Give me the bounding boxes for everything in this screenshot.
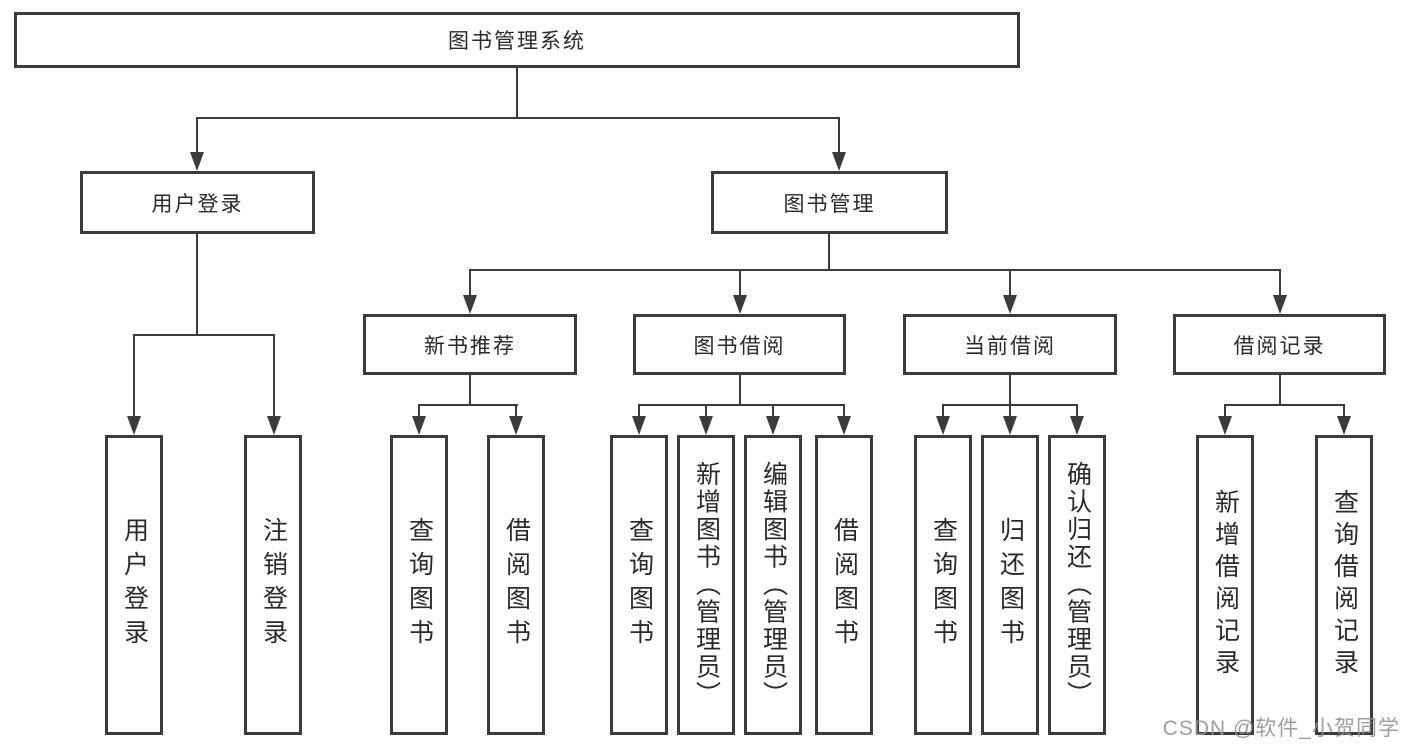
connector-line [515, 404, 517, 417]
node-library-system: 图书管理系统 [14, 12, 1020, 68]
connector-line [772, 404, 774, 417]
node-label: 新书推荐 [424, 334, 516, 358]
node-label: 图书借阅 [693, 334, 786, 358]
connector-line [1009, 269, 1011, 296]
arrowhead [766, 416, 780, 435]
connector-line [1279, 269, 1281, 296]
leaf-query-books-2: 查询图书 [610, 435, 668, 735]
connector-line [1224, 404, 1226, 417]
arrowhead [267, 416, 281, 435]
leaf-borrow-books-2: 借阅图书 [815, 435, 873, 735]
node-label: 当前借阅 [964, 334, 1056, 358]
node-current-borrow: 当前借阅 [903, 314, 1117, 375]
connector-line [273, 334, 275, 417]
arrowhead [632, 416, 646, 435]
arrowhead [733, 295, 747, 314]
arrowhead [699, 416, 713, 435]
connector-line [418, 404, 518, 406]
watermark: CSDN @软件_小贺同学 [1162, 717, 1400, 740]
connector-line [1343, 404, 1345, 417]
connector-line [469, 269, 1281, 271]
connector-line [133, 334, 275, 336]
node-label: 借阅记录 [1233, 334, 1326, 358]
node-borrow-records: 借阅记录 [1173, 314, 1386, 375]
leaf-label: 编辑图书（管理员） [759, 461, 788, 709]
leaf-label: 确认归还（管理员） [1063, 461, 1092, 709]
leaf-return-books: 归还图书 [981, 435, 1039, 735]
arrowhead [837, 416, 851, 435]
node-book-management: 图书管理 [711, 171, 948, 234]
connector-line [838, 117, 840, 153]
leaf-label: 查询图书 [625, 517, 654, 653]
connector-line [469, 374, 471, 406]
leaf-label: 新增图书（管理员） [692, 461, 721, 709]
connector-line [1224, 404, 1345, 406]
connector-line [638, 404, 640, 417]
leaf-label: 归还图书 [996, 517, 1025, 653]
leaf-borrow-books-1: 借阅图书 [487, 435, 545, 735]
arrowhead [1003, 416, 1017, 435]
leaf-add-books-admin: 新增图书（管理员） [677, 435, 735, 735]
leaf-label: 查询图书 [405, 517, 434, 653]
leaf-edit-books-admin: 编辑图书（管理员） [744, 435, 802, 735]
leaf-confirm-return-admin: 确认归还（管理员） [1048, 435, 1106, 735]
connector-line [469, 269, 471, 296]
arrowhead [1070, 416, 1084, 435]
leaf-logout: 注销登录 [244, 435, 302, 735]
leaf-label: 借阅图书 [502, 517, 531, 653]
arrowhead [127, 416, 141, 435]
leaf-query-books-1: 查询图书 [390, 435, 448, 735]
arrowhead [190, 152, 204, 171]
connector-line [1279, 374, 1281, 406]
arrowhead [463, 295, 477, 314]
arrowhead [1003, 295, 1017, 314]
connector-line [196, 117, 198, 153]
connector-line [739, 269, 741, 296]
arrowhead [1273, 295, 1287, 314]
node-book-borrow: 图书借阅 [633, 314, 846, 375]
connector-line [196, 233, 198, 336]
connector-line [828, 233, 830, 271]
node-label: 用户登录 [151, 192, 244, 216]
connector-line [1076, 404, 1078, 417]
connector-line [638, 404, 845, 406]
leaf-label: 查询图书 [929, 517, 958, 653]
connector-line [843, 404, 845, 417]
leaf-query-books-3: 查询图书 [914, 435, 972, 735]
arrowhead [1218, 416, 1232, 435]
connector-line [1009, 404, 1011, 417]
node-new-book-recommend: 新书推荐 [363, 314, 577, 375]
arrowhead [412, 416, 426, 435]
connector-line [133, 334, 135, 417]
connector-line [516, 66, 518, 118]
leaf-label: 注销登录 [259, 517, 288, 653]
arrowhead [936, 416, 950, 435]
connector-line [739, 374, 741, 406]
leaf-label: 借阅图书 [830, 517, 859, 653]
leaf-label: 用户登录 [120, 517, 149, 653]
arrowhead [509, 416, 523, 435]
connector-line [705, 404, 707, 417]
arrowhead [832, 152, 846, 171]
connector-line [942, 404, 944, 417]
leaf-query-borrow-record: 查询借阅记录 [1315, 435, 1373, 735]
leaf-label: 新增借阅记录 [1211, 489, 1240, 681]
connector-line [418, 404, 420, 417]
node-user-login: 用户登录 [80, 171, 315, 234]
node-label: 图书管理系统 [448, 30, 586, 53]
arrowhead [1337, 416, 1351, 435]
connector-line [1009, 374, 1011, 406]
leaf-user-login: 用户登录 [105, 435, 163, 735]
connector-line [196, 117, 840, 119]
leaf-add-borrow-record: 新增借阅记录 [1196, 435, 1254, 735]
leaf-label: 查询借阅记录 [1330, 489, 1359, 681]
node-label: 图书管理 [783, 192, 876, 216]
